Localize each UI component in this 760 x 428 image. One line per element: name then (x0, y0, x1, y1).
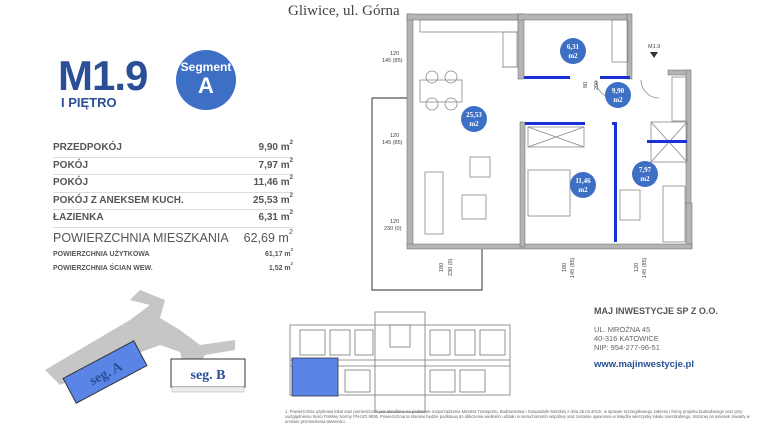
svg-text:180: 180 (439, 263, 445, 272)
footnote: 1. Powierzchnia użytkowa lokal oraz pomi… (285, 409, 750, 424)
room-row: POKÓJ Z ANEKSEM KUCH. 25,53 m2 (53, 192, 293, 210)
svg-text:145 (85): 145 (85) (642, 257, 648, 278)
area-bubble-bedroom: 11,46 m2 (570, 172, 596, 198)
svg-text:80: 80 (583, 82, 589, 88)
unit-code: M1.9 (58, 52, 148, 99)
room-row: PRZEDPOKÓJ 9,90 m2 (53, 140, 293, 158)
svg-text:200: 200 (594, 81, 600, 90)
balcony-outline (371, 97, 483, 291)
floor-label: I PIĘTRO (61, 95, 117, 110)
room-row: ŁAZIENKA 6,31 m2 (53, 210, 293, 228)
svg-text:m2: m2 (568, 52, 578, 60)
dimension-labels: 120 145 (85) 120 145 (85) 120 230 (0) 18… (382, 51, 648, 278)
area-bubble-hall: 9,90 m2 (605, 82, 631, 108)
svg-text:25,53: 25,53 (466, 111, 482, 119)
street: UL. MROŻNA 45 (594, 325, 651, 334)
key-plan (289, 311, 511, 413)
total-name: POWIERZCHNIA MIESZKANIA (53, 230, 229, 245)
room-area: 25,53 m2 (252, 192, 293, 206)
total-area: 62,69 m2 (243, 226, 293, 245)
svg-text:m2: m2 (613, 96, 623, 104)
website-link[interactable]: www.majinwestycje.pl (594, 359, 694, 370)
room-name: ŁAZIENKA (53, 212, 104, 223)
svg-text:230 (0): 230 (0) (384, 226, 402, 232)
svg-text:120: 120 (634, 263, 640, 272)
usable-area-row: POWIERZCHNIA UŻYTKOWA 61,17 m2 (53, 246, 293, 262)
svg-text:m2: m2 (640, 175, 650, 183)
usable-area: 61,17 m2 (264, 246, 293, 258)
entrance-arrow-icon (650, 52, 658, 58)
segment-letter: A (198, 73, 214, 98)
usable-name: POWIERZCHNIA UŻYTKOWA (53, 250, 150, 258)
room-row: POKÓJ 11,46 m2 (53, 175, 293, 193)
svg-text:9,90: 9,90 (612, 87, 625, 95)
interior-lines (419, 19, 688, 243)
company-address: UL. MROŻNA 45 40-316 KATOWICE NIP: 954-2… (594, 325, 660, 352)
entrance-label: M1.9 (648, 44, 660, 50)
blue-partition-walls (524, 76, 687, 242)
svg-text:180: 180 (562, 263, 568, 272)
svg-text:120: 120 (390, 133, 399, 139)
company-name: MAJ INWESTYCJE SP Z O.O. (594, 306, 718, 316)
walls-area: 1,52 m2 (268, 260, 293, 272)
svg-text:120: 120 (390, 51, 399, 57)
room-name: POKÓJ (53, 177, 89, 188)
svg-text:m2: m2 (578, 186, 588, 194)
walls-name: POWIERZCHNIA ŚCIAN WEW. (53, 264, 153, 272)
segment-badge: Segment A (176, 50, 236, 110)
room-name: POKÓJ (53, 159, 89, 171)
site-map: seg. A seg. B (45, 290, 246, 404)
svg-text:6,31: 6,31 (567, 43, 580, 51)
svg-text:7,97: 7,97 (639, 166, 652, 174)
highlighted-unit (291, 357, 339, 397)
total-area-row: POWIERZCHNIA MIESZKANIA 62,69 m2 (53, 226, 293, 248)
seg-b-label: seg. B (191, 368, 226, 383)
svg-text:120: 120 (390, 219, 399, 225)
walls-area-row: POWIERZCHNIA ŚCIAN WEW. 1,52 m2 (53, 260, 293, 276)
room-area: 11,46 m2 (253, 175, 294, 188)
svg-text:145 (85): 145 (85) (382, 140, 403, 146)
svg-text:m2: m2 (469, 120, 479, 128)
area-bubble-bathroom: 6,31 m2 (560, 38, 586, 64)
room-area-table: PRZEDPOKÓJ 9,90 m2 POKÓJ 7,97 m2 POKÓJ 11,4… (53, 140, 293, 276)
location-title: Gliwice, ul. Górna (288, 3, 400, 19)
segment-label: Segment (180, 60, 232, 74)
room-area: 9,90 m2 (258, 140, 293, 153)
svg-text:145 (85): 145 (85) (382, 58, 403, 64)
area-bubble-room: 7,97 m2 (632, 161, 658, 187)
room-row: POKÓJ 7,97 m2 (53, 157, 293, 175)
svg-text:230 (0): 230 (0) (448, 258, 454, 276)
area-bubble-living: 25,53 m2 (461, 106, 487, 132)
svg-text:11,46: 11,46 (575, 177, 591, 185)
room-area: 7,97 m2 (258, 157, 293, 171)
city: 40-316 KATOWICE (594, 334, 659, 343)
room-name: POKÓJ Z ANEKSEM KUCH. (53, 194, 184, 206)
svg-text:145 (85): 145 (85) (570, 257, 576, 278)
room-area: 6,31 m2 (258, 210, 293, 223)
nip: NIP: 954-277-96-51 (594, 343, 660, 352)
room-name: PRZEDPOKÓJ (53, 142, 122, 153)
